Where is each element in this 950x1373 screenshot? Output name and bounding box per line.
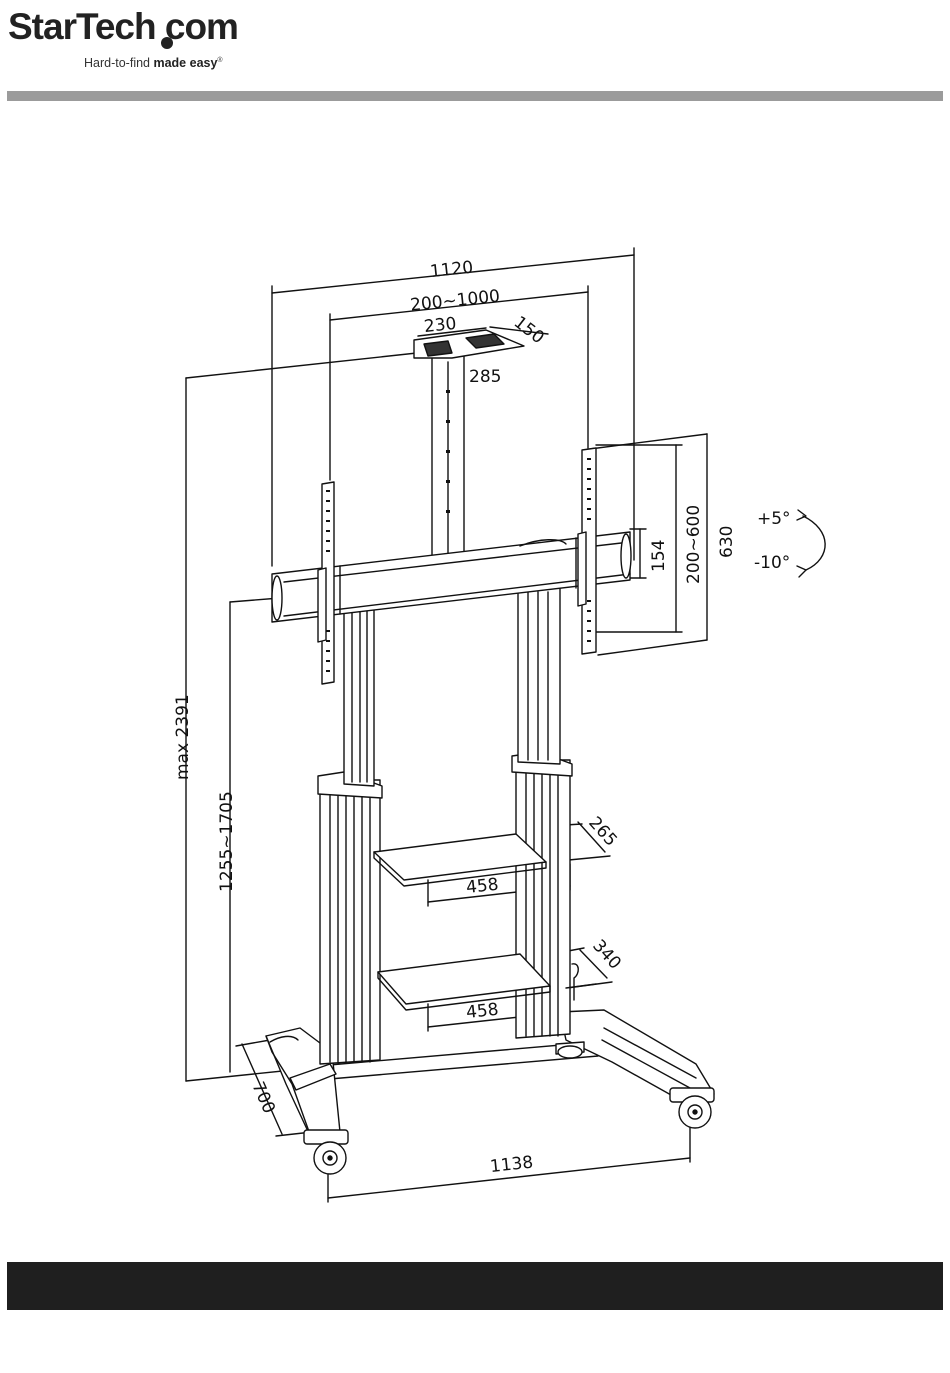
label-tilt-up: +5° [757, 509, 791, 529]
label-lower-shelf-width: 458 [465, 1000, 499, 1023]
label-base-depth: 700 [247, 1079, 278, 1117]
footer-bar [7, 1262, 943, 1310]
label-top-plate-width: 230 [423, 314, 457, 337]
label-upper-shelf-depth: 265 [584, 813, 621, 851]
label-upper-shelf-width: 458 [465, 875, 499, 898]
label-max-height: max 2391 [173, 694, 193, 780]
label-height-range: 1255~1705 [217, 791, 237, 892]
label-mount-width-range: 200~1000 [409, 286, 501, 315]
label-tilt-down: -10° [754, 553, 790, 573]
center-pole [414, 330, 524, 564]
label-bracket-length: 630 [717, 526, 737, 558]
dimension-labels: 1120 200~1000 230 150 285 154 200~600 63… [173, 258, 791, 1177]
label-mount-height-range: 200~600 [684, 505, 704, 584]
label-overall-width: 1120 [429, 258, 474, 282]
label-top-plate-length: 285 [469, 367, 501, 387]
label-base-width: 1138 [489, 1153, 534, 1177]
label-lower-shelf-depth: 340 [588, 936, 625, 974]
label-bracket-height: 154 [649, 540, 669, 572]
